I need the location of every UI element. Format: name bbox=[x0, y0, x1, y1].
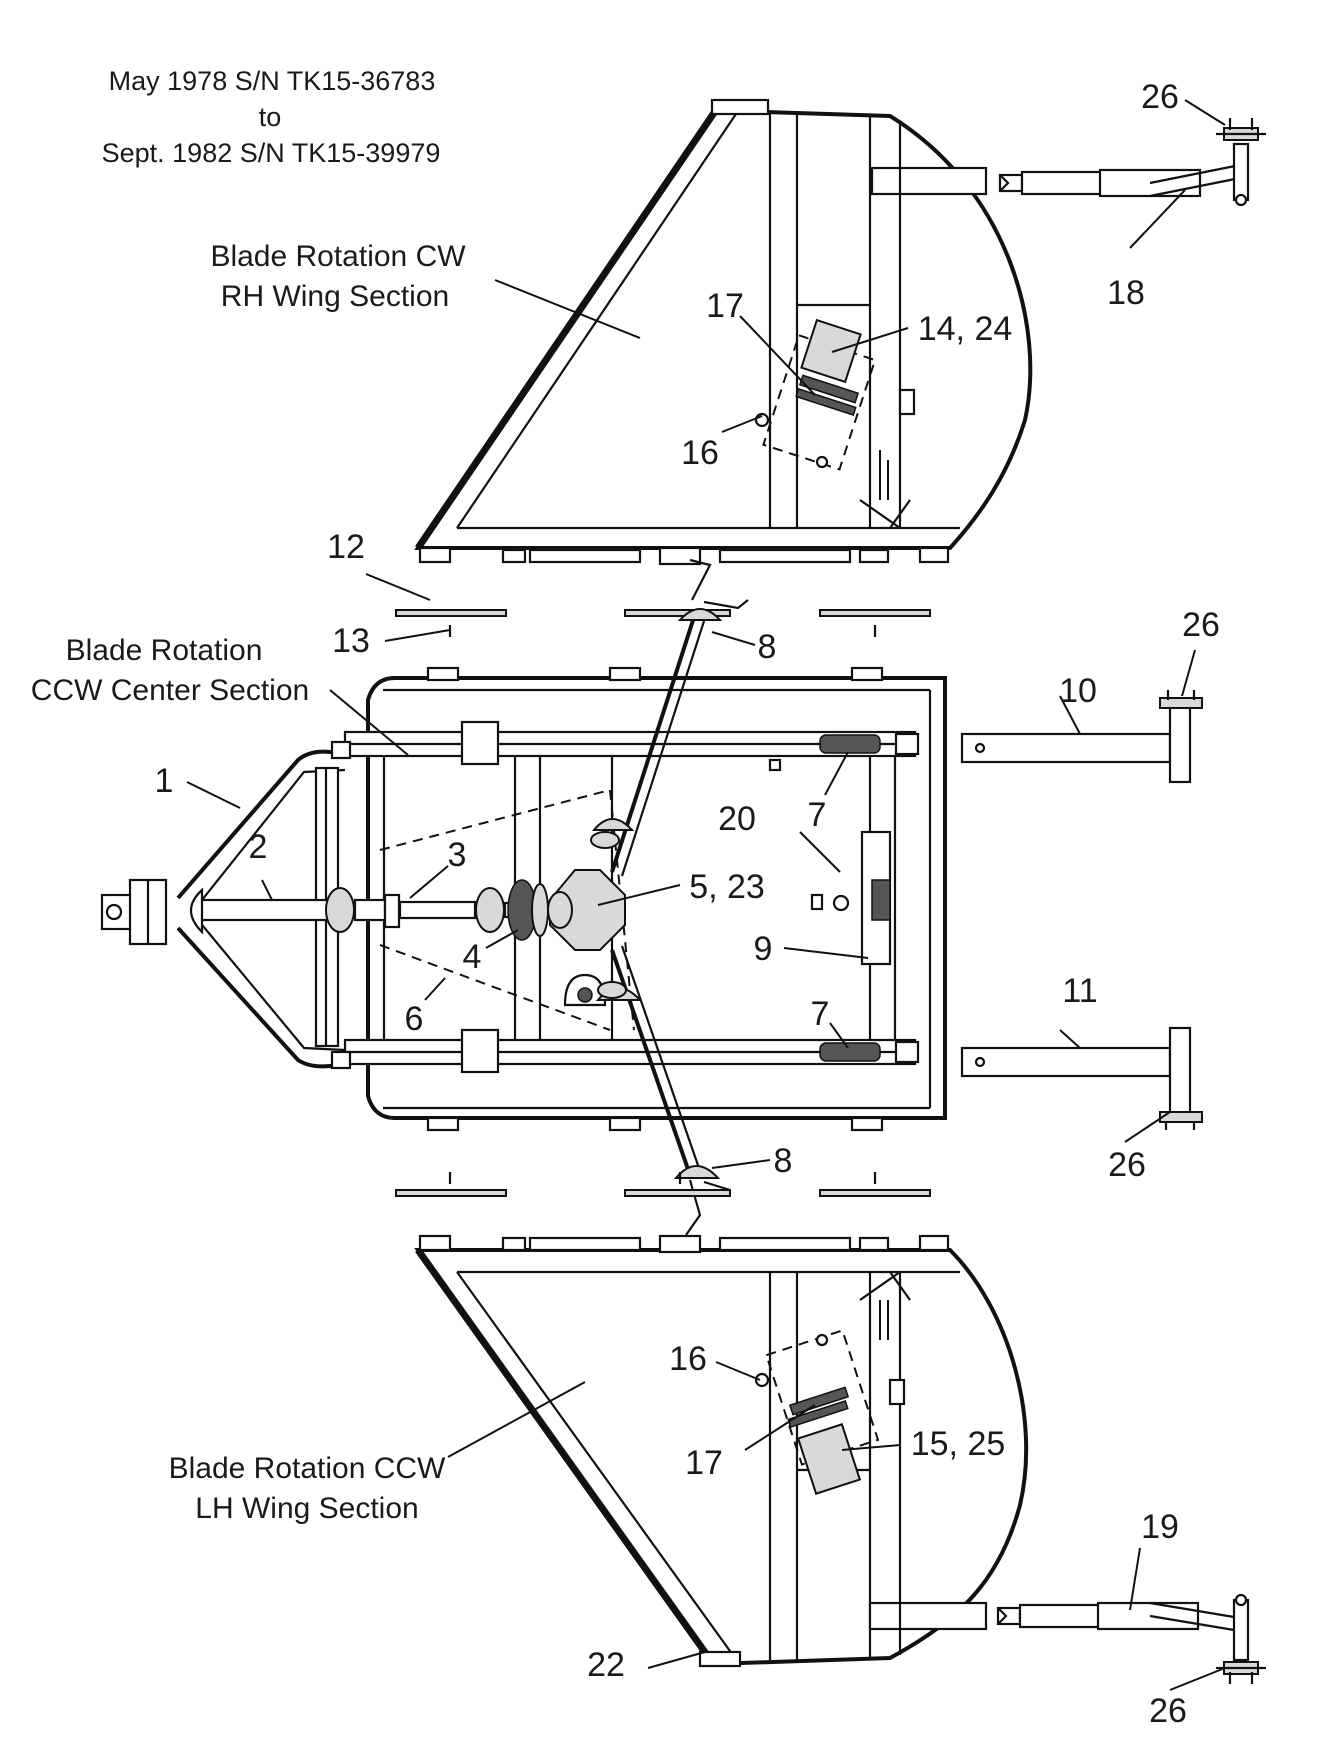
callout-labels: 26 18 17 14, 24 16 12 13 8 26 10 1 2 3 7… bbox=[155, 78, 1220, 1730]
center-section bbox=[343, 666, 947, 1132]
rh-wing-section bbox=[414, 98, 1033, 566]
callout-8-lower: 8 bbox=[774, 1142, 793, 1180]
callout-8-upper: 8 bbox=[758, 628, 777, 666]
center-caption-1: Blade Rotation bbox=[66, 634, 263, 667]
lh-wing-caption-2: LH Wing Section bbox=[195, 1492, 418, 1525]
header-line-2: to bbox=[259, 102, 282, 132]
lh-wing-section bbox=[414, 1234, 1029, 1668]
callout-16-lower: 16 bbox=[669, 1340, 707, 1378]
rh-wing-lift-arm bbox=[998, 118, 1266, 207]
lh-gearbox bbox=[754, 1329, 880, 1495]
callout-5-23: 5, 23 bbox=[689, 868, 765, 906]
callout-15-25: 15, 25 bbox=[911, 1425, 1006, 1463]
lh-wing-lift-arm bbox=[996, 1593, 1266, 1684]
callout-16-upper: 16 bbox=[681, 434, 719, 472]
rh-gearbox bbox=[754, 318, 877, 471]
wing-drive-shafts bbox=[590, 558, 749, 1236]
callout-10: 10 bbox=[1059, 672, 1097, 710]
callout-26-bottom: 26 bbox=[1149, 1692, 1187, 1730]
callout-12: 12 bbox=[327, 528, 365, 566]
callout-7-lower: 7 bbox=[811, 995, 830, 1033]
callout-22: 22 bbox=[587, 1646, 625, 1684]
center-driveline bbox=[189, 869, 626, 951]
rh-wing-caption-2: RH Wing Section bbox=[221, 280, 449, 313]
callout-6: 6 bbox=[405, 1000, 424, 1038]
leader-lines bbox=[186, 99, 1226, 1691]
callout-26-top: 26 bbox=[1141, 78, 1179, 116]
header-line-1: May 1978 S/N TK15-36783 bbox=[109, 66, 436, 96]
blade-row-upper bbox=[395, 609, 931, 637]
section-captions: Blade Rotation CW RH Wing Section Blade … bbox=[31, 240, 466, 1525]
header-line-3: Sept. 1982 S/N TK15-39979 bbox=[102, 138, 441, 168]
callout-26-mid: 26 bbox=[1182, 606, 1220, 644]
callout-19: 19 bbox=[1141, 1508, 1179, 1546]
lh-wing-caption-1: Blade Rotation CCW bbox=[169, 1452, 446, 1485]
callout-1: 1 bbox=[155, 762, 174, 800]
callout-20: 20 bbox=[718, 800, 756, 838]
callout-9: 9 bbox=[754, 930, 773, 968]
callout-4: 4 bbox=[463, 938, 482, 976]
serial-range-header: May 1978 S/N TK15-36783 to Sept. 1982 S/… bbox=[102, 66, 441, 168]
callout-13: 13 bbox=[332, 622, 370, 660]
center-caption-2: CCW Center Section bbox=[31, 674, 309, 707]
callout-17-lower: 17 bbox=[685, 1444, 723, 1482]
callout-7-upper: 7 bbox=[808, 796, 827, 834]
callout-3: 3 bbox=[448, 836, 467, 874]
callout-2: 2 bbox=[249, 828, 268, 866]
callout-26-lower-center: 26 bbox=[1108, 1146, 1146, 1184]
center-lift-arms bbox=[960, 690, 1203, 1130]
rh-wing-caption-1: Blade Rotation CW bbox=[210, 240, 466, 273]
callout-11: 11 bbox=[1062, 972, 1097, 1010]
callout-14-24: 14, 24 bbox=[918, 310, 1013, 348]
blade-row-lower bbox=[395, 1172, 931, 1197]
callout-17-upper: 17 bbox=[706, 287, 744, 325]
callout-18: 18 bbox=[1107, 274, 1145, 312]
